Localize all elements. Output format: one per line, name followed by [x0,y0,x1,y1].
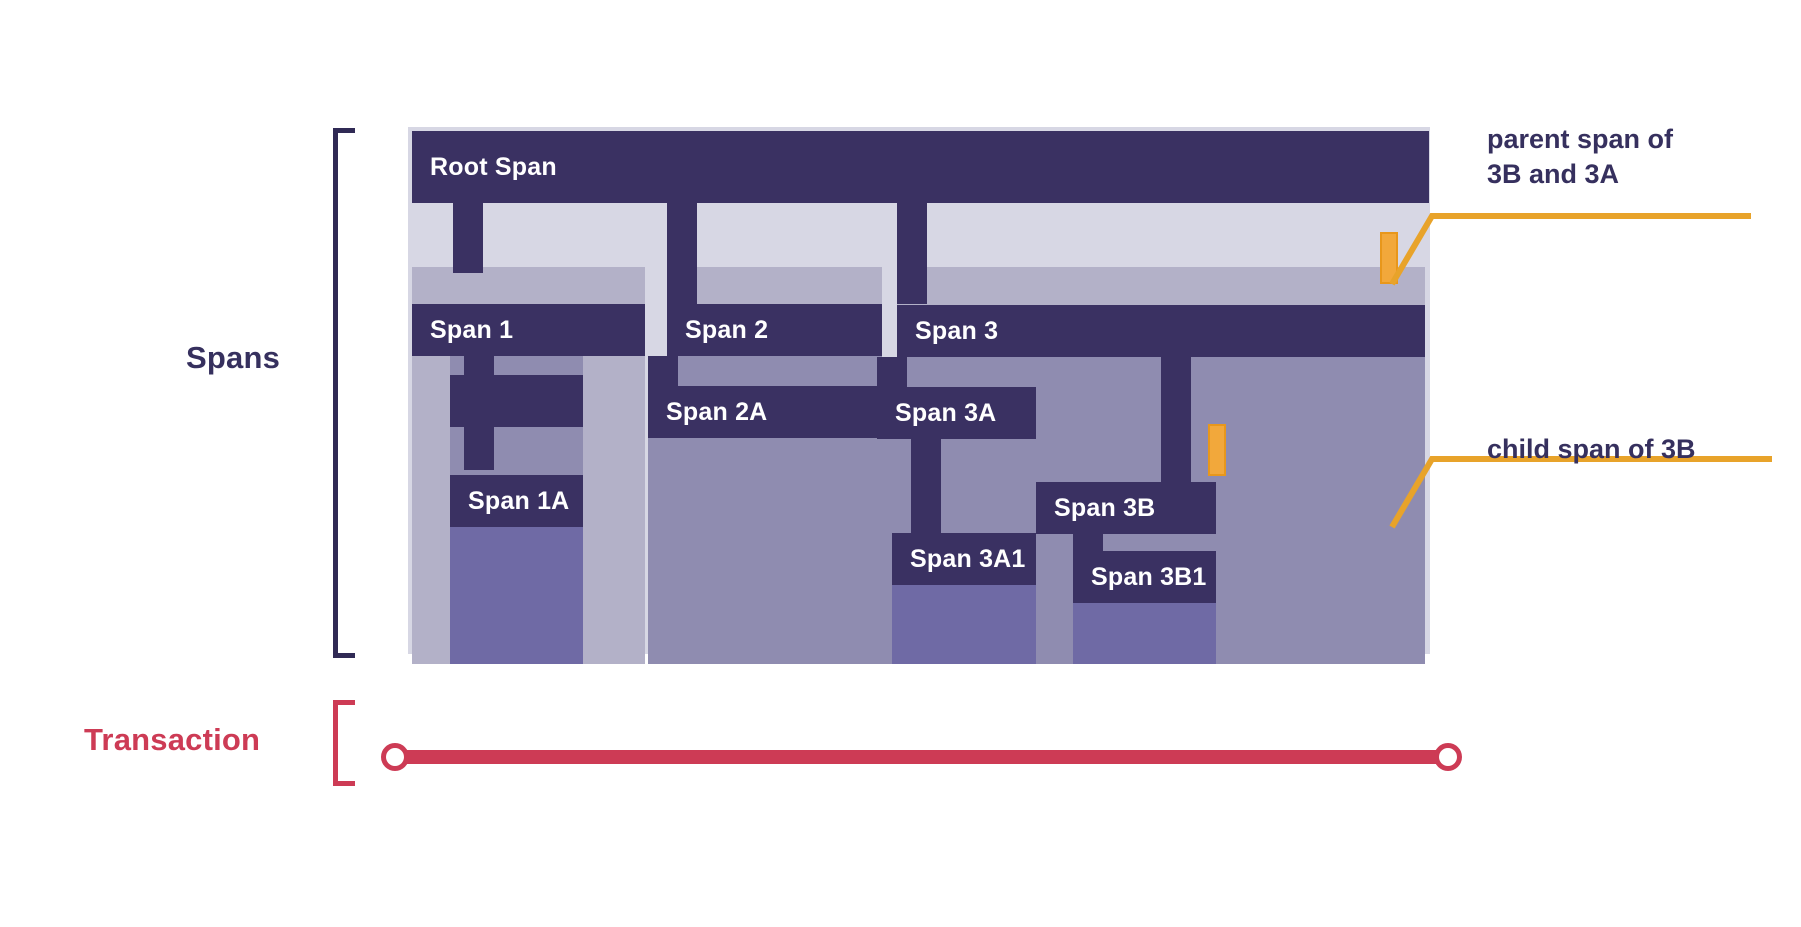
connector-3-to-3b [1161,357,1191,482]
callout-line-parent [1389,213,1751,286]
span-label-3b1: Span 3B1 [1091,562,1207,591]
spans-chart: Root Span Span 1 Span 1A Span 2 Span 2A [408,127,1430,664]
span-bar-1[interactable]: Span 1 [412,304,645,356]
transaction-bracket [333,700,355,786]
span-label-3b: Span 3B [1054,493,1156,522]
marker-child-span-3b1 [1208,424,1226,476]
connector-root-to-1 [453,203,483,273]
callout-line-child [1389,456,1772,529]
transaction-start-marker [381,743,409,771]
span-label-3: Span 3 [915,316,999,345]
span-body-1a-tail [450,527,583,664]
span-bar-root[interactable]: Root Span [412,131,1429,203]
span-bar-1a[interactable]: Span 1A [450,475,583,527]
span-label-2a: Span 2A [666,397,768,426]
span-bar-3[interactable]: Span 3 [897,305,1425,357]
connector-root-to-3 [897,203,927,304]
span-bar-1a-placeholder [450,375,583,427]
transaction-end-marker [1434,743,1462,771]
span-bar-2[interactable]: Span 2 [667,304,882,356]
span-bar-3a1[interactable]: Span 3A1 [892,533,1042,585]
spans-section-label: Spans [186,340,281,375]
marker-parent-span-3 [1380,232,1398,284]
span-label-1: Span 1 [430,315,514,344]
span-bar-2a[interactable]: Span 2A [648,386,882,438]
callout-text-child: child span of 3B [1487,434,1696,464]
span-label-3a1: Span 3A1 [910,544,1026,573]
span-label-root: Root Span [430,152,557,181]
spans-bracket [333,128,355,658]
transaction-section-label: Transaction [84,722,261,757]
span-bar-3b1[interactable]: Span 3B1 [1073,551,1216,603]
callout-text-parent: parent span of 3B and 3A [1487,124,1674,189]
connector-3a-to-3a1 [911,439,941,544]
span-bar-3b[interactable]: Span 3B [1036,482,1216,534]
transaction-track [388,750,1451,764]
span-label-3a: Span 3A [895,398,997,427]
connector-root-to-2 [667,203,697,304]
span-label-2: Span 2 [685,315,769,344]
span-label-1a: Span 1A [468,486,570,515]
